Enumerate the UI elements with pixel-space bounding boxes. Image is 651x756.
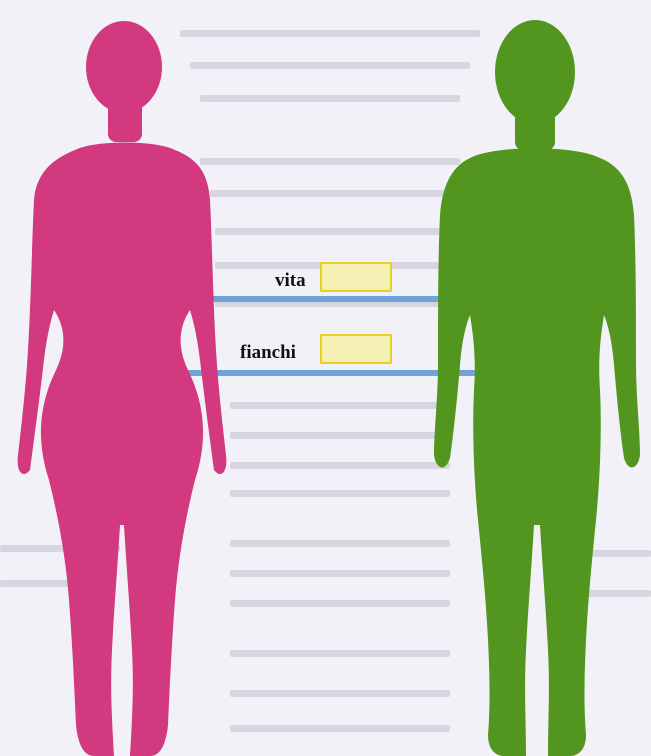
left-figure-silhouette [18,21,227,756]
right-figure-silhouette [434,20,640,756]
waist-label: vita [275,270,306,292]
hips-label: fianchi [240,342,296,364]
hips-answer-box[interactable] [320,334,392,364]
waist-answer-box[interactable] [320,262,392,292]
